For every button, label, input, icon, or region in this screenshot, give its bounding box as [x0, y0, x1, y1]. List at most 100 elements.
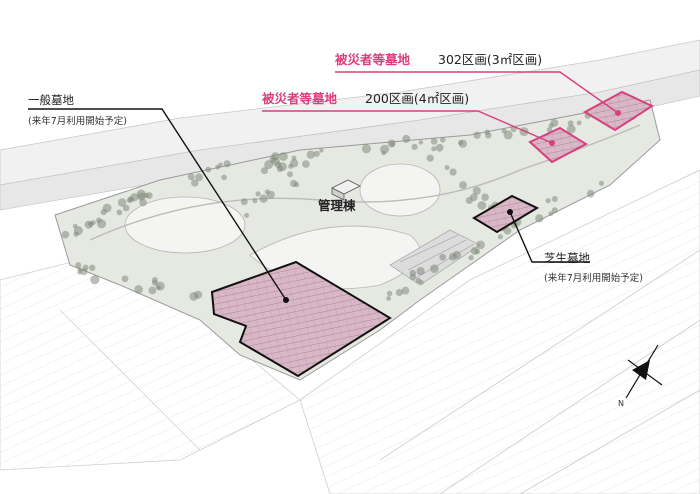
tree: [402, 134, 411, 143]
tree: [289, 159, 299, 168]
tree: [278, 162, 287, 172]
disaster-cemetery-area-b[interactable]: [528, 126, 589, 164]
tree: [61, 230, 70, 239]
tree: [244, 212, 250, 218]
lawn-cemetery-area[interactable]: [472, 194, 540, 234]
tree: [100, 209, 107, 216]
tree: [291, 155, 297, 161]
tree: [386, 290, 393, 297]
tree: [449, 168, 457, 176]
general-cemetery-name: 一般墓地: [28, 93, 74, 107]
tree: [75, 262, 82, 269]
tree: [380, 144, 390, 154]
tree: [566, 124, 576, 134]
tree: [240, 198, 248, 206]
tree: [484, 129, 490, 135]
tree: [548, 211, 554, 217]
tree: [84, 220, 93, 229]
tree: [255, 191, 261, 197]
tree: [477, 201, 487, 210]
tree: [259, 194, 268, 203]
tree: [472, 186, 481, 195]
tree: [395, 288, 403, 297]
tree: [302, 160, 310, 168]
tree: [73, 231, 79, 237]
tree: [444, 165, 450, 171]
tree: [551, 196, 558, 202]
tree: [148, 286, 157, 295]
admin-building-shape: [331, 179, 361, 201]
tree: [117, 198, 127, 207]
tree: [416, 267, 425, 276]
tree: [419, 279, 424, 285]
north-arrow-icon: [625, 344, 663, 399]
tree: [598, 180, 605, 186]
tree: [440, 137, 446, 143]
tree: [459, 181, 467, 189]
tree: [586, 189, 595, 198]
tree: [205, 166, 212, 173]
disaster-cemetery-b-count: 200区画(4㎡区画): [365, 91, 470, 106]
disaster-cemetery-a-count: 302区画(3㎡区画): [438, 52, 543, 67]
farm-fields: [0, 169, 700, 494]
tree: [401, 286, 410, 295]
tree: [473, 131, 481, 139]
tree: [223, 160, 231, 168]
tree: [194, 290, 203, 299]
tree: [134, 285, 143, 294]
tree: [452, 250, 461, 260]
tree: [387, 139, 396, 148]
tree: [279, 152, 288, 161]
tree: [155, 281, 165, 291]
lawn-cemetery-note: (来年7月利用開始予定): [544, 273, 643, 284]
tree: [127, 196, 135, 203]
tree: [576, 120, 582, 126]
tree: [187, 173, 195, 181]
tree: [261, 167, 268, 175]
tree: [89, 264, 96, 271]
tree: [481, 193, 489, 201]
tree: [287, 171, 293, 178]
lawn-cemetery-name: 芝生墓地: [544, 251, 590, 265]
tree: [361, 144, 371, 154]
tree: [430, 264, 439, 274]
tree: [435, 143, 444, 152]
tree: [470, 247, 479, 255]
tree: [476, 240, 485, 250]
tree: [409, 273, 417, 281]
tree: [215, 164, 221, 170]
tree: [418, 140, 424, 145]
tree: [469, 193, 478, 202]
tree: [468, 255, 474, 261]
tree: [535, 214, 544, 223]
tree: [139, 198, 147, 207]
general-cemetery-area[interactable]: [210, 260, 392, 378]
tree: [551, 207, 558, 214]
tree: [430, 138, 438, 145]
tree: [313, 150, 320, 157]
tree: [319, 148, 324, 153]
tree: [252, 198, 258, 204]
tree: [386, 296, 391, 301]
disaster-cemetery-a-name: 被災者等墓地: [335, 52, 411, 67]
tree: [122, 204, 130, 212]
tree: [411, 143, 418, 150]
tree: [503, 130, 513, 140]
tree: [221, 174, 227, 181]
tree: [191, 179, 199, 187]
disaster-cemetery-b-name: 被災者等墓地: [262, 91, 338, 106]
tree: [145, 192, 153, 199]
tree: [431, 146, 437, 152]
tree: [271, 157, 280, 166]
tree: [195, 173, 204, 182]
tree: [90, 275, 100, 285]
tree: [458, 140, 464, 146]
tree: [439, 253, 447, 261]
tree: [116, 209, 123, 216]
tree: [545, 198, 551, 204]
tree: [136, 189, 146, 199]
tree: [151, 277, 158, 284]
tree: [426, 154, 434, 162]
tree: [264, 189, 270, 195]
